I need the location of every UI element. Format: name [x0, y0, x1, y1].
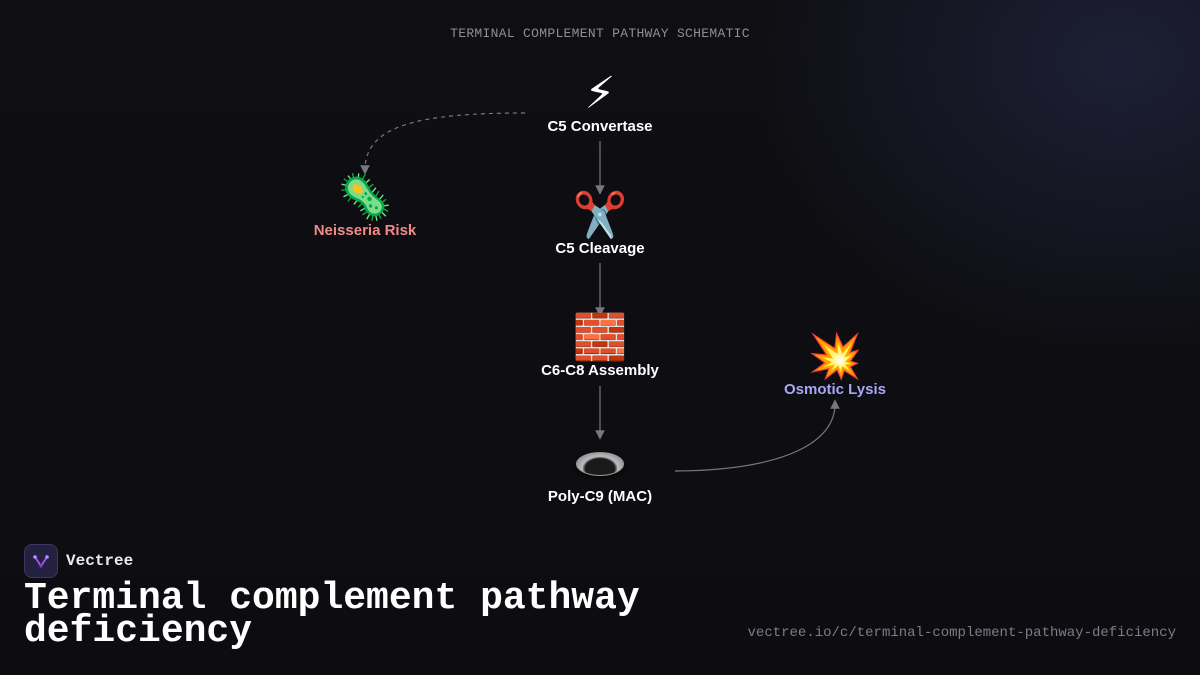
lightning-icon: ⚡ — [584, 68, 616, 119]
node-c6-c8-assembly: 🧱 C6-C8 Assembly — [500, 310, 700, 379]
pore-ring-icon — [576, 452, 624, 476]
node-label: Poly-C9 (MAC) — [547, 488, 653, 505]
node-neisseria-risk: 🦠 Neisseria Risk — [265, 170, 465, 239]
brick-icon: 🧱 — [572, 312, 628, 363]
node-c5-convertase: ⚡ C5 Convertase — [500, 66, 700, 135]
node-label: C5 Convertase — [547, 118, 653, 135]
page-url[interactable]: vectree.io/c/terminal-complement-pathway… — [747, 625, 1176, 641]
collision-icon: 💥 — [807, 331, 863, 382]
scissors-icon: ✂️ — [572, 190, 628, 241]
node-poly-c9: Poly-C9 (MAC) — [500, 452, 700, 505]
node-c5-cleavage: ✂️ C5 Cleavage — [500, 188, 700, 257]
schematic-title: TERMINAL COMPLEMENT PATHWAY SCHEMATIC — [450, 26, 750, 41]
page-title: Terminal complement pathway deficiency — [24, 577, 640, 653]
brand-name: Vectree — [66, 552, 134, 570]
node-label: Neisseria Risk — [313, 222, 417, 239]
edge-mac-to-lysis — [674, 399, 840, 472]
node-label: C5 Cleavage — [555, 240, 645, 257]
microbe-icon: 🦠 — [337, 172, 393, 223]
node-label: C6-C8 Assembly — [541, 362, 659, 379]
brand: Vectree — [24, 544, 133, 578]
node-label: Osmotic Lysis — [784, 381, 886, 398]
edge-convertase-to-neisseria — [360, 112, 526, 175]
node-osmotic-lysis: 💥 Osmotic Lysis — [735, 329, 935, 398]
vectree-logo-icon — [24, 544, 58, 578]
